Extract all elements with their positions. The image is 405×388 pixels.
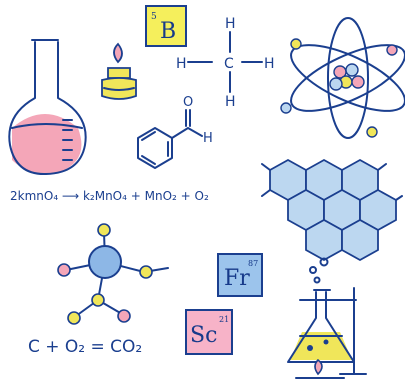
francium-symbol: Fr: [224, 266, 250, 291]
benzaldehyde-oxygen: O: [183, 95, 193, 110]
equation-carbon-oxygen: C + O₂ = CO₂: [28, 337, 142, 357]
element-tile-boron: 5 B: [145, 5, 187, 47]
methane-h-right: H: [264, 56, 275, 72]
round-flask-icon: [8, 39, 87, 176]
molecule-model-icon: [57, 223, 169, 325]
atom-icon: [280, 17, 405, 139]
boron-number: 5: [151, 12, 157, 22]
scandium-symbol: Sc: [190, 323, 217, 348]
equation-permanganate: 2kmnO₄ ⟶ k₂MnO₄ + MnO₂ + O₂: [10, 189, 209, 203]
methane-structure: H C H H H: [176, 16, 275, 110]
graphene-lattice-icon: [261, 158, 403, 262]
element-tile-francium: Fr 87: [217, 253, 263, 297]
methane-h-top: H: [225, 16, 236, 32]
benzaldehyde-structure: O H: [137, 95, 213, 169]
element-tile-scandium: Sc 21: [185, 309, 233, 355]
methane-h-left: H: [176, 56, 187, 72]
lab-stand-flask-icon: [287, 257, 367, 379]
scandium-number: 21: [219, 315, 229, 324]
francium-number: 87: [248, 259, 258, 268]
bunsen-burner-icon: [101, 42, 137, 100]
boron-symbol: B: [160, 19, 176, 44]
methane-h-bottom: H: [225, 94, 236, 110]
methane-carbon: C: [224, 56, 234, 72]
benzaldehyde-hydrogen: H: [203, 131, 213, 146]
